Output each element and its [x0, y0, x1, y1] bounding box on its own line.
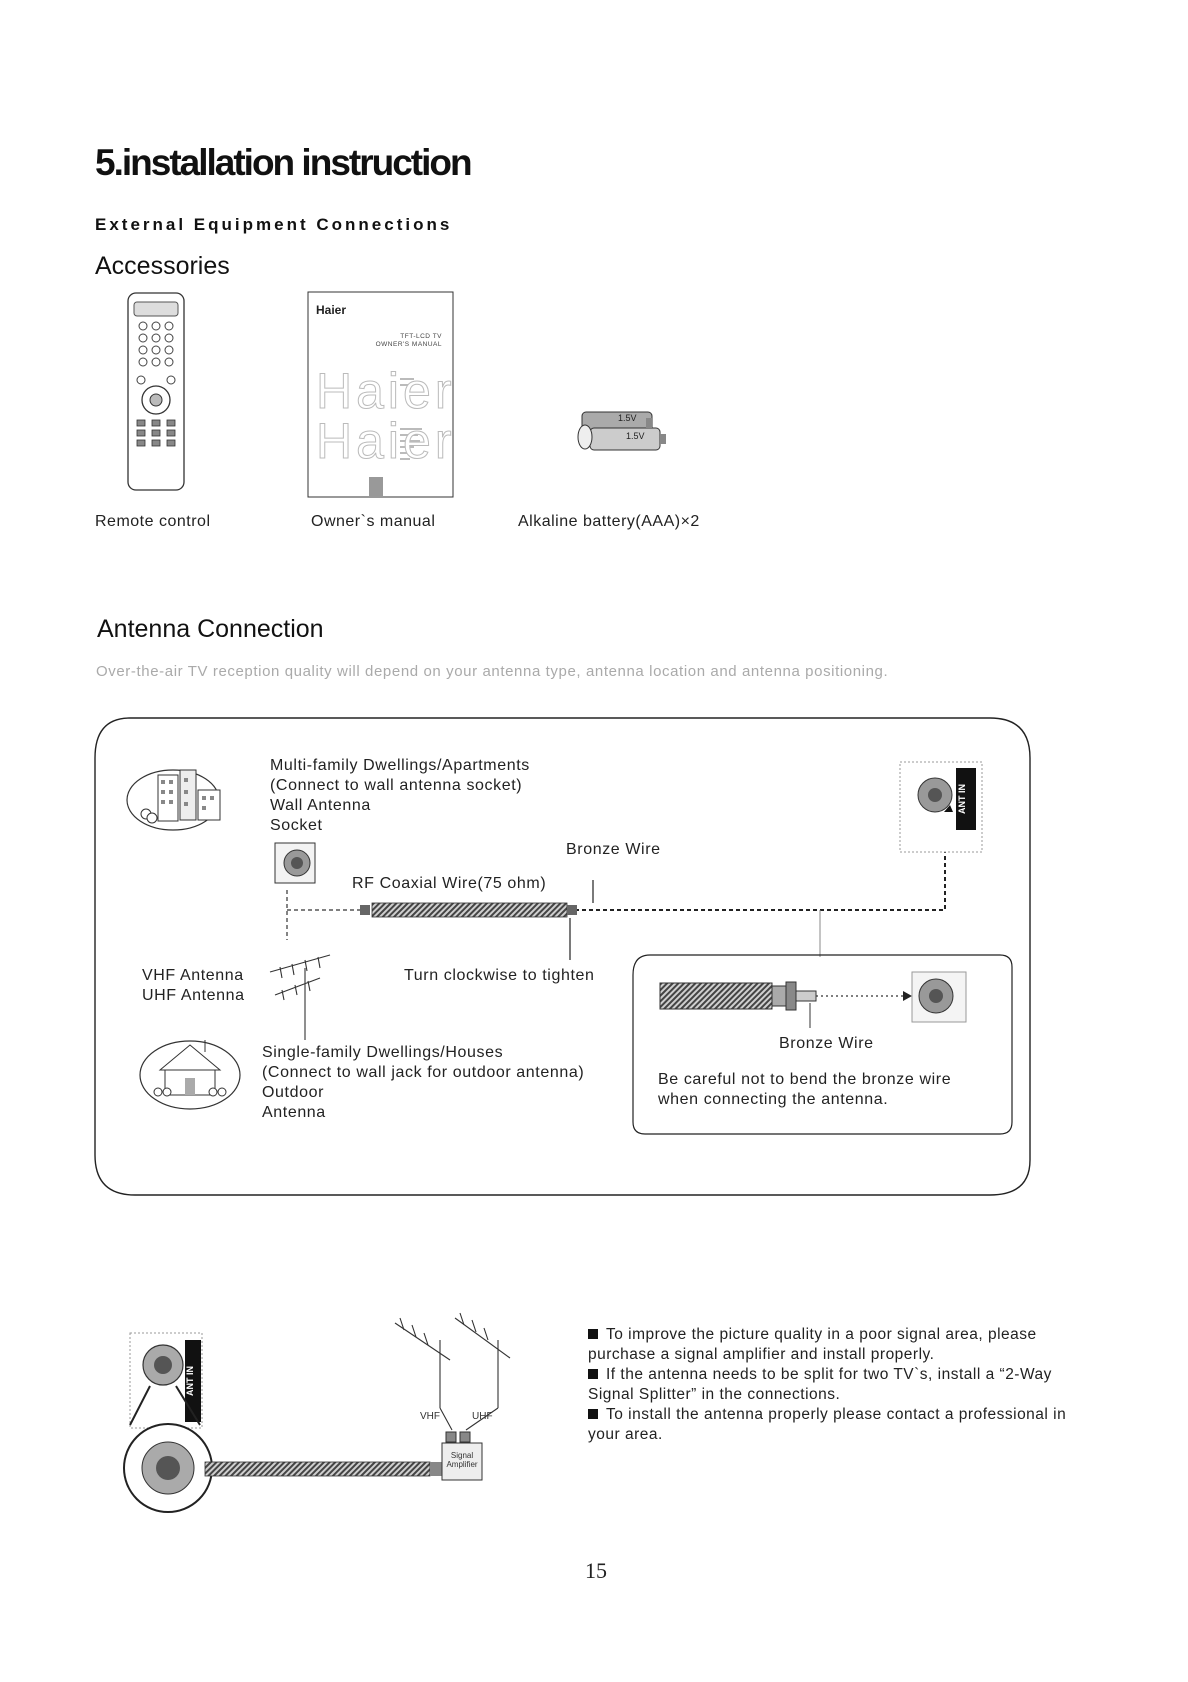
- accessories-heading: Accessories: [95, 252, 230, 280]
- inset-frame: [632, 954, 1013, 1135]
- manual-line-1: TFT-LCD TV: [400, 333, 442, 340]
- manual-watermark-1: Haier: [315, 363, 456, 420]
- antenna-intro: Over-the-air TV reception quality will d…: [96, 663, 889, 680]
- amplifier-cable: [204, 1461, 431, 1477]
- section-subtitle: External Equipment Connections: [95, 215, 453, 234]
- note-1: To improve the picture quality in a poor…: [588, 1326, 1037, 1363]
- manual-brand: Haier: [316, 303, 347, 317]
- amp-vhf-label: VHF: [420, 1411, 440, 1422]
- battery-image: [577, 411, 666, 451]
- ant-in-label-bottom: ANT IN: [185, 1366, 195, 1396]
- inset-cable-connector: [659, 971, 967, 1028]
- diagram-frame: [94, 717, 1031, 1196]
- apartment-building-icon: [126, 769, 221, 831]
- bullet-square-icon: [588, 1409, 598, 1419]
- note-3: To install the antenna properly please c…: [588, 1406, 1067, 1443]
- caption-battery: Alkaline battery(AAA)×2: [518, 513, 700, 530]
- bronze-wire-label: Bronze Wire: [566, 841, 661, 858]
- amp-box-label: Signal Amplifier: [446, 1451, 478, 1469]
- amplifier-notes: To improve the picture quality in a poor…: [588, 1325, 1068, 1445]
- vhf-uhf-antennas-icon: [394, 1312, 511, 1431]
- single-family-line-1: Single-family Dwellings/Houses: [262, 1044, 504, 1061]
- bullet-square-icon: [588, 1329, 598, 1339]
- turn-clockwise-label: Turn clockwise to tighten: [404, 967, 595, 984]
- inset-note-line-2: when connecting the antenna.: [658, 1091, 889, 1108]
- inset-note-line-1: Be careful not to bend the bronze wire: [658, 1071, 952, 1088]
- vhf-uhf-antenna-icon: [269, 954, 331, 1040]
- multi-family-line-3: Wall Antenna: [270, 797, 371, 814]
- multi-family-line-2: (Connect to wall antenna socket): [270, 777, 523, 794]
- multi-family-line-4: Socket: [270, 817, 323, 834]
- wall-socket-icon: [274, 842, 316, 884]
- manual-line-2: OWNER'S MANUAL: [375, 341, 442, 348]
- remote-control-image: [127, 292, 185, 491]
- amplifier-tv-panel: [123, 1332, 213, 1513]
- signal-amplifier-box: [441, 1442, 483, 1481]
- single-family-text: Single-family Dwellings/Houses (Connect …: [262, 1043, 584, 1123]
- owners-manual-image: [307, 291, 454, 498]
- antenna-heading: Antenna Connection: [97, 615, 324, 643]
- caption-remote: Remote control: [95, 513, 211, 530]
- inset-note: Be careful not to bend the bronze wire w…: [658, 1070, 951, 1110]
- rf-coaxial-label: RF Coaxial Wire(75 ohm): [352, 875, 547, 892]
- single-family-line-2: (Connect to wall jack for outdoor antenn…: [262, 1064, 585, 1081]
- battery-label-2: 1.5V: [626, 431, 645, 441]
- tv-ant-in-panel: [899, 761, 983, 853]
- rf-coaxial-cable: [360, 902, 577, 918]
- inset-bronze-wire-label: Bronze Wire: [779, 1035, 874, 1052]
- amp-uhf-label: UHF: [472, 1411, 493, 1422]
- battery-label-1: 1.5V: [618, 413, 637, 423]
- uhf-antenna-label: UHF Antenna: [142, 987, 245, 1004]
- caption-manual: Owner`s manual: [311, 513, 436, 530]
- manual-watermark-2: Haier: [315, 413, 456, 470]
- page-title: 5.installation instruction: [95, 142, 473, 183]
- vhf-antenna-label: VHF Antenna: [142, 967, 244, 984]
- single-family-line-3: Outdoor: [262, 1084, 325, 1101]
- single-family-line-4: Antenna: [262, 1104, 326, 1121]
- multi-family-text: Multi-family Dwellings/Apartments (Conne…: [270, 756, 530, 836]
- note-2: If the antenna needs to be split for two…: [588, 1366, 1052, 1403]
- bullet-square-icon: [588, 1369, 598, 1379]
- dashed-link-left: [286, 890, 360, 940]
- page-number: 15: [585, 1558, 607, 1583]
- multi-family-line-1: Multi-family Dwellings/Apartments: [270, 757, 530, 774]
- house-icon: [139, 1040, 241, 1110]
